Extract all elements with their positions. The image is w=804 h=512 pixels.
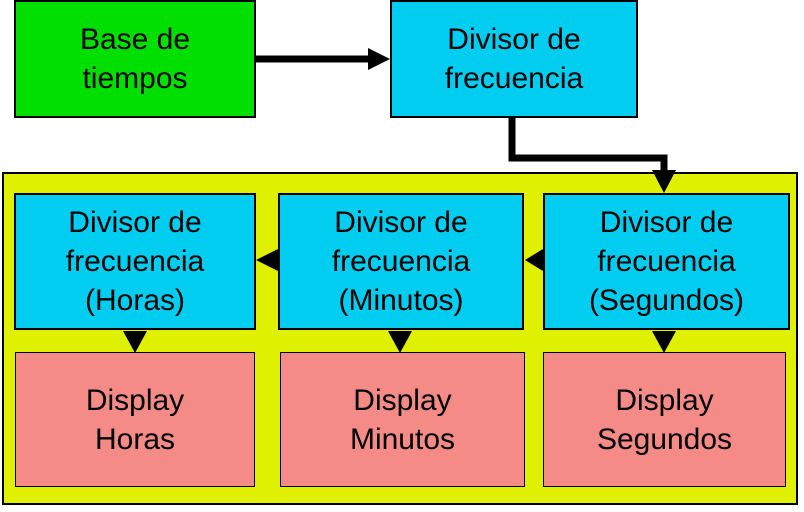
node-display-minutos: Display Minutos xyxy=(280,352,525,487)
node-divisor-minutos: Divisor de frecuencia (Minutos) xyxy=(278,193,524,330)
node-divisor-horas: Divisor de frecuencia (Horas) xyxy=(14,193,256,330)
arrow-base-to-divisor-icon xyxy=(256,48,390,70)
node-divisor-frecuencia: Divisor de frecuencia xyxy=(390,0,638,118)
node-display-segundos: Display Segundos xyxy=(543,352,786,487)
node-divisor-segundos: Divisor de frecuencia (Segundos) xyxy=(543,193,790,330)
node-display-horas: Display Horas xyxy=(15,352,255,487)
node-base-de-tiempos: Base de tiempos xyxy=(14,0,256,118)
